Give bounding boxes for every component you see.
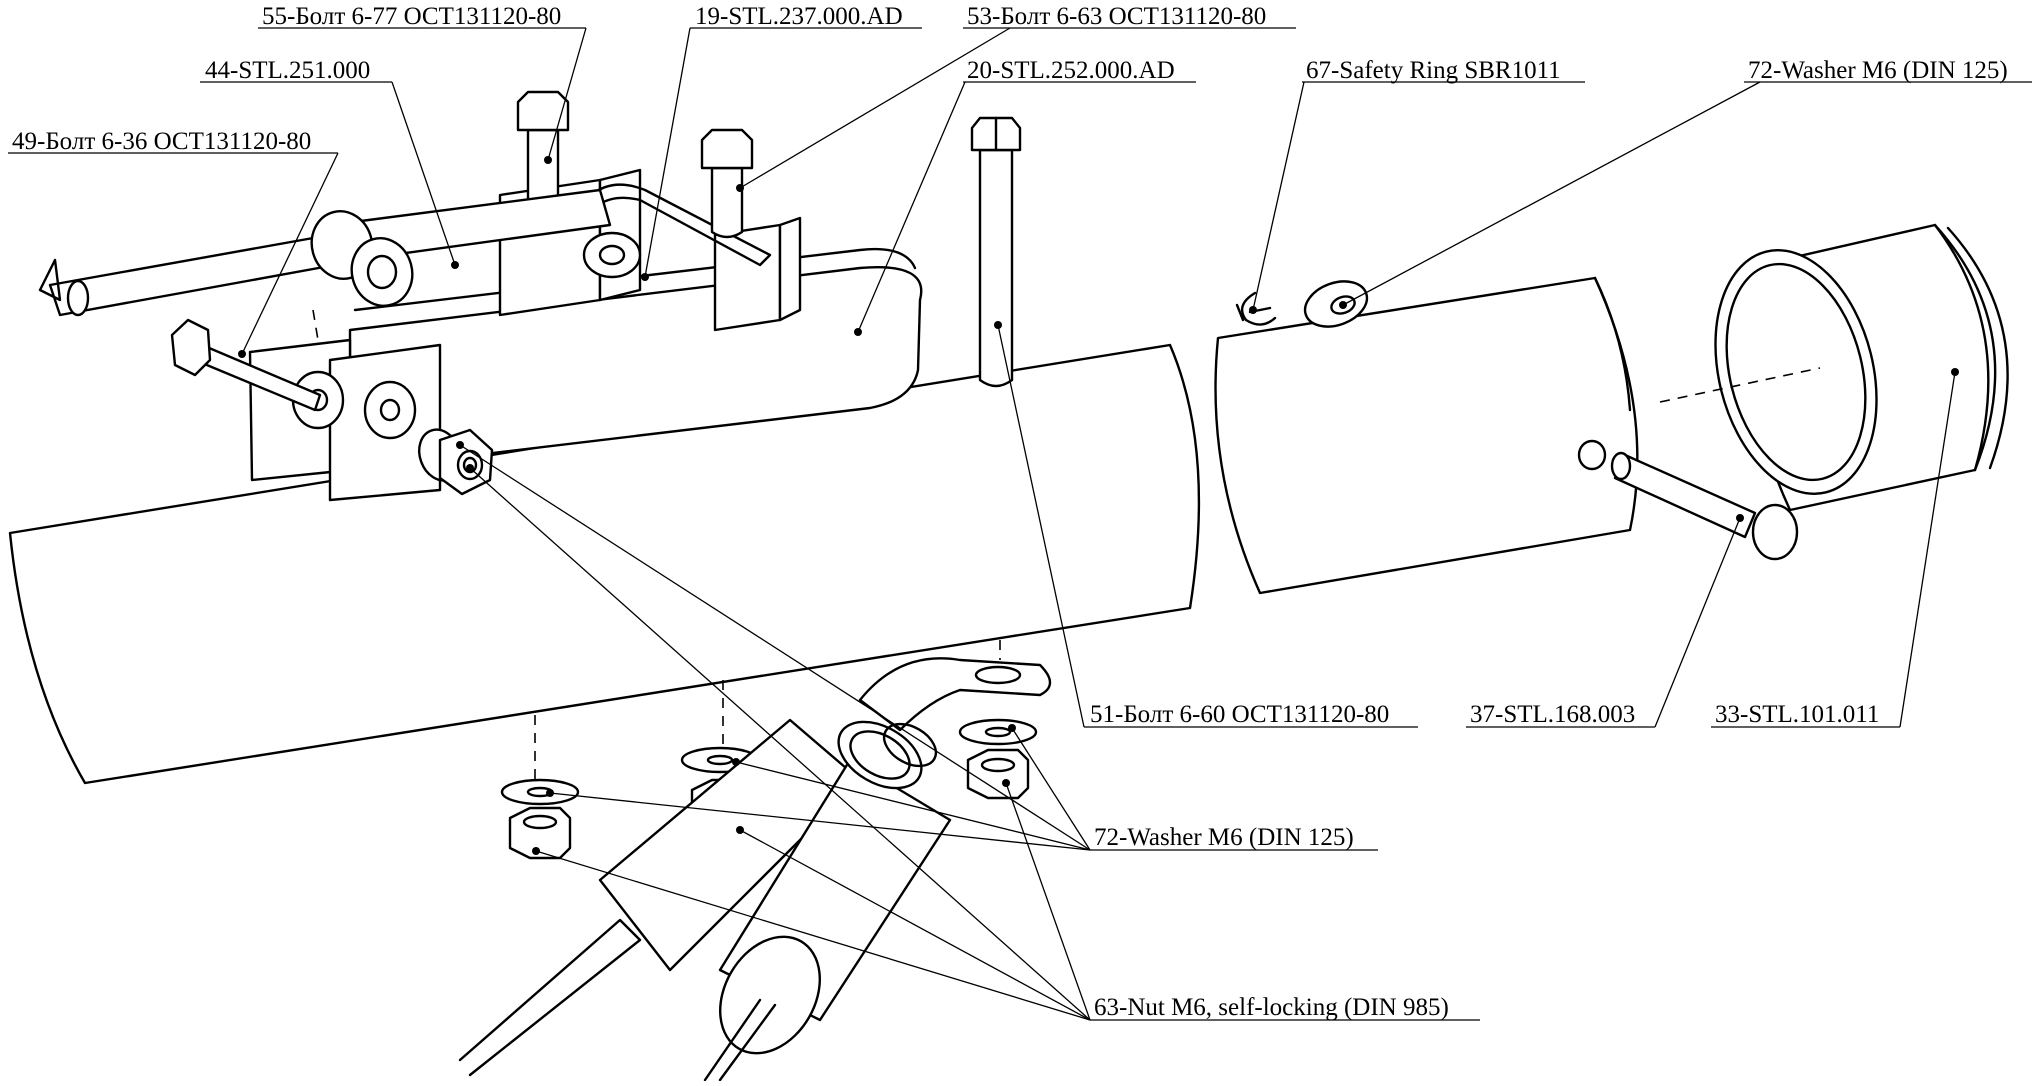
svg-text:67-Safety Ring SBR1011: 67-Safety Ring SBR1011 <box>1306 57 1561 84</box>
part-label-51: 51-Болт 6-60 ОСТ131120-80 <box>1084 701 1418 728</box>
part-label-55: 55-Болт 6-77 ОСТ131120-80 <box>258 3 586 30</box>
svg-text:72-Washer M6 (DIN 125): 72-Washer M6 (DIN 125) <box>1748 57 2008 84</box>
svg-text:49-Болт 6-36 ОСТ131120-80: 49-Болт 6-36 ОСТ131120-80 <box>12 128 311 155</box>
svg-text:44-STL.251.000: 44-STL.251.000 <box>205 57 370 84</box>
svg-text:37-STL.168.003: 37-STL.168.003 <box>1470 701 1635 728</box>
right-tube <box>1214 276 1639 595</box>
part-label-72-bottom: 72-Washer M6 (DIN 125) <box>1090 824 1378 851</box>
svg-text:20-STL.252.000.AD: 20-STL.252.000.AD <box>967 57 1175 84</box>
damper-assembly <box>458 657 1052 1082</box>
part-label-20: 20-STL.252.000.AD <box>963 57 1196 84</box>
part-label-44: 44-STL.251.000 <box>200 57 392 84</box>
svg-text:72-Washer M6 (DIN 125): 72-Washer M6 (DIN 125) <box>1094 824 1354 851</box>
bolt-part-51 <box>970 116 1022 388</box>
axis-line <box>1659 367 1821 403</box>
part-label-19: 19-STL.237.000.AD <box>690 3 922 30</box>
nut-on-clamp <box>418 428 494 496</box>
part-label-33: 33-STL.101.011 <box>1711 701 1900 728</box>
part-label-49: 49-Болт 6-36 ОСТ131120-80 <box>8 128 338 155</box>
svg-text:33-STL.101.011: 33-STL.101.011 <box>1715 701 1879 728</box>
part-label-63: 63-Nut M6, self-locking (DIN 985) <box>1090 994 1480 1021</box>
svg-text:51-Болт 6-60 ОСТ131120-80: 51-Болт 6-60 ОСТ131120-80 <box>1090 701 1389 728</box>
bolt-part-55 <box>516 90 570 207</box>
part-label-53: 53-Болт 6-63 ОСТ131120-80 <box>963 3 1296 30</box>
main-tube <box>8 343 1201 785</box>
part-label-37: 37-STL.168.003 <box>1466 701 1655 728</box>
guide-lines <box>312 309 1001 785</box>
svg-text:55-Болт 6-77 ОСТ131120-80: 55-Болт 6-77 ОСТ131120-80 <box>262 3 561 30</box>
bolt-part-53 <box>700 128 754 239</box>
rod-link-part-44 <box>38 188 642 317</box>
svg-text:63-Nut M6, self-locking (DIN 9: 63-Nut M6, self-locking (DIN 985) <box>1094 994 1449 1021</box>
pin-part-37 <box>1610 451 1799 561</box>
part-label-72-top: 72-Washer M6 (DIN 125) <box>1744 57 2032 84</box>
sleeve-part-33 <box>1714 223 2009 512</box>
leader-lines <box>238 27 1959 1021</box>
bolt-part-49 <box>170 318 322 412</box>
svg-text:19-STL.237.000.AD: 19-STL.237.000.AD <box>695 3 903 30</box>
svg-text:53-Болт 6-63 ОСТ131120-80: 53-Болт 6-63 ОСТ131120-80 <box>967 3 1266 30</box>
part-label-67: 67-Safety Ring SBR1011 <box>1302 57 1585 84</box>
